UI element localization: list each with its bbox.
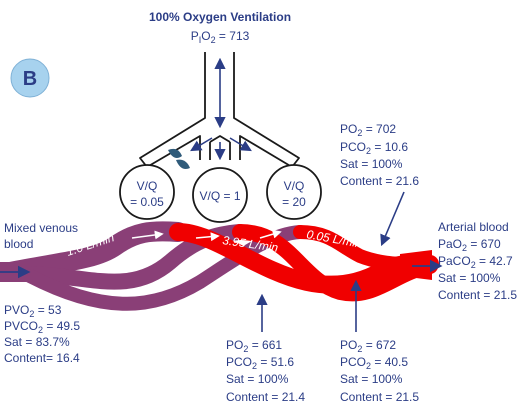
high-vq-block: PO2 = 702 PCO2 = 10.6 Sat = 100% Content… [340,122,419,247]
high-vq-content: Content = 21.6 [340,174,419,188]
normal-vq-po2: PO2 = 672 [340,338,396,354]
diagram-title: 100% Oxygen Ventilation [149,10,291,24]
high-vq-po2: PO2 = 702 [340,122,396,138]
arterial-capillaries [169,223,439,302]
pvco2-value: PVCO2 = 49.5 [4,319,80,335]
high-vq-pco2: PCO2 = 10.6 [340,140,408,156]
mixed-venous-block: Mixed venous blood PVO2 = 53 PVCO2 = 49.… [4,221,80,365]
arterial-content: Content = 21.5 [438,288,517,302]
mixed-venous-title-1: Mixed venous [4,221,78,235]
low-vq-pco2: PCO2 = 51.6 [226,355,294,371]
alveolus-low-vq-label-2: = 0.05 [130,195,164,209]
arterial-title: Arterial blood [438,220,509,234]
alveolus-high-vq: V/Q = 20 [266,164,322,220]
panel-badge: B [10,58,50,98]
ventilation-arrows [190,57,252,161]
arterial-sat: Sat = 100% [438,271,501,285]
arterial-outflow [400,250,432,280]
low-vq-block: PO2 = 661 PCO2 = 51.6 Sat = 100% Content… [226,293,305,404]
airway-tree [139,52,300,168]
arterial-block: Arterial blood PaO2 = 670 PaCO2 = 42.7 S… [438,220,517,302]
normal-vq-content: Content = 21.5 [340,390,419,404]
alveolus-high-vq-label-2: = 20 [282,195,306,209]
venous-sat: Sat = 83.7% [4,335,70,349]
pao2-value: PaO2 = 670 [438,237,501,253]
normal-vq-pco2: PCO2 = 40.5 [340,355,408,371]
mixed-venous-title-2: blood [4,237,33,251]
alveolus-low-vq-label-1: V/Q [137,179,158,193]
paco2-value: PaCO2 = 42.7 [438,254,513,270]
venous-content: Content= 16.4 [4,351,80,365]
alveolus-high-vq-label-1: V/Q [284,179,305,193]
pvo2-value: PVO2 = 53 [4,303,62,319]
normal-vq-sat: Sat = 100% [340,372,403,386]
inspired-po2-label: PIO2 = 713 [191,29,250,45]
panel-label: B [23,68,37,90]
low-vq-po2: PO2 = 661 [226,338,282,354]
alveolus-low-vq: V/Q = 0.05 [119,164,175,220]
high-vq-sat: Sat = 100% [340,157,403,171]
alveolus-normal-vq: V/Q = 1 [192,167,248,223]
alveolus-normal-vq-label: V/Q = 1 [199,189,240,203]
normal-vq-block: PO2 = 672 PCO2 = 40.5 Sat = 100% Content… [340,279,419,404]
airway-obstruction-valve [168,148,190,169]
low-vq-sat: Sat = 100% [226,372,289,386]
low-vq-content: Content = 21.4 [226,390,305,404]
